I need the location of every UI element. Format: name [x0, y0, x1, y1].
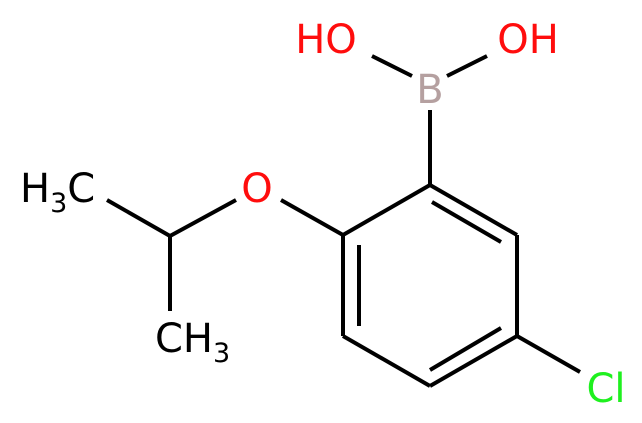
- hydroxyl-left-label: HO: [295, 17, 357, 63]
- bond-c3-cl: [516, 334, 581, 374]
- bond-c4-c5: [342, 334, 431, 388]
- hydroxyl-right-label: OH: [497, 17, 559, 63]
- bond-inner-c1-c2: [430, 200, 503, 244]
- methyl-bottom-label: CH3: [155, 316, 230, 369]
- atom-labels: HO OH B O Cl H3C CH3: [20, 17, 626, 412]
- methyl-top-subscript: 3: [50, 188, 67, 219]
- methyl-bottom-subscript: 3: [213, 338, 230, 369]
- bond-ch-ch3-top: [106, 198, 171, 238]
- bond-boron-oh: [446, 54, 488, 78]
- bond-c6-o: [280, 198, 344, 237]
- methyl-top-c: C: [67, 166, 95, 212]
- bond-c6-c1: [342, 183, 431, 237]
- bond-c1-c2: [429, 183, 518, 237]
- bond-o-ch: [169, 198, 237, 238]
- methyl-top-h: H: [20, 166, 50, 212]
- bonds: [106, 54, 581, 388]
- boron-label: B: [416, 67, 443, 113]
- methyl-bottom-ch: CH: [155, 316, 213, 362]
- ether-oxygen-label: O: [241, 166, 272, 212]
- chlorine-label: Cl: [586, 366, 625, 412]
- methyl-top-label: H3C: [20, 166, 95, 219]
- bond-inner-c3-c4: [428, 326, 503, 372]
- bond-c3-c4: [429, 334, 518, 388]
- bond-boron-ho: [371, 54, 413, 78]
